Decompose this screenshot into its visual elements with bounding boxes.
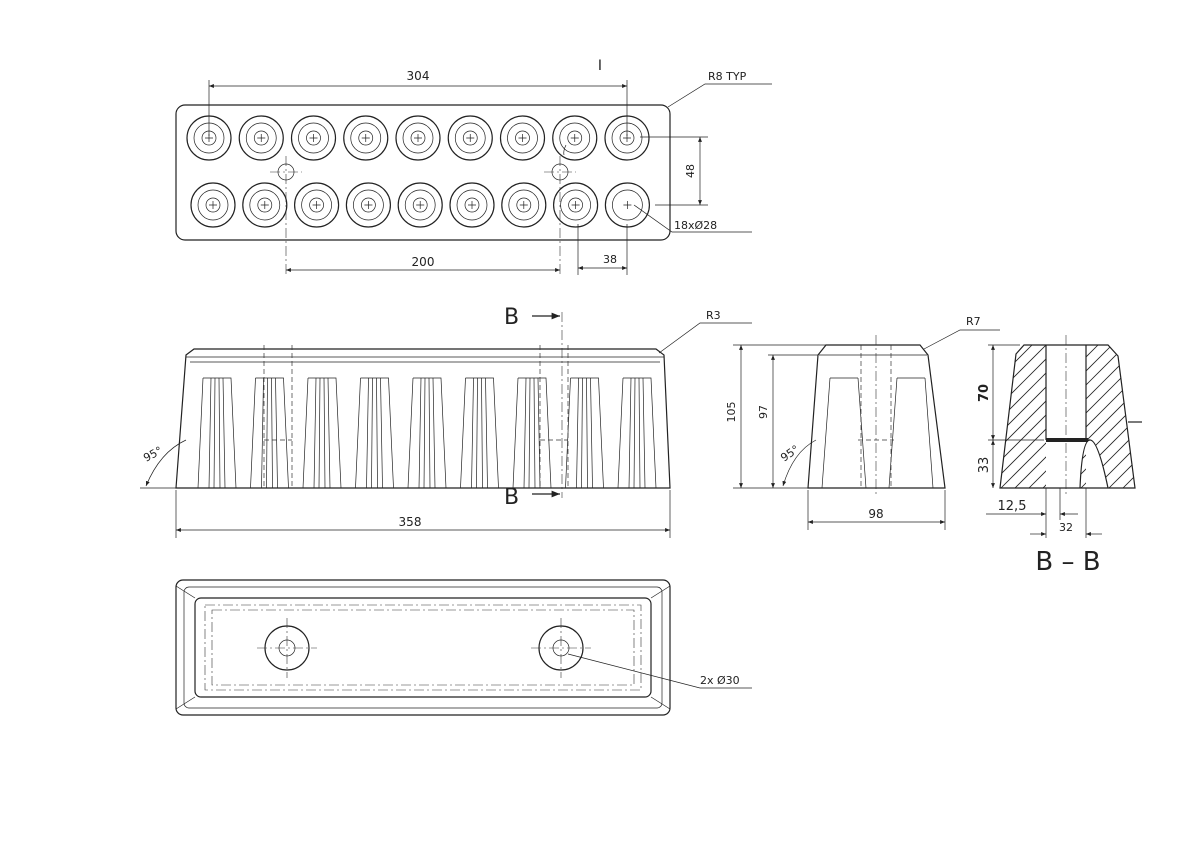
draft-angle-side: 95° — [778, 443, 801, 465]
dimension-lower-section: 33 — [977, 457, 992, 474]
front-cone — [512, 377, 552, 489]
section-outline — [999, 344, 1136, 489]
leader-corner-radius — [667, 83, 772, 108]
extension-lines-358 — [175, 490, 671, 538]
dimension-edge: 38 — [603, 253, 617, 266]
bottom-hole-centerlines — [257, 618, 591, 678]
dimension-upper-section: 70 — [977, 384, 992, 402]
bottom-hidden-outline-2 — [211, 609, 635, 686]
dimension-width-side: 98 — [868, 507, 883, 521]
extension-lines-105 — [733, 344, 826, 489]
hole-ring — [552, 182, 599, 228]
corner-radius-note: R8 TYP — [708, 70, 747, 83]
dimension-length-top: 304 — [407, 69, 430, 83]
front-view-outline — [175, 348, 671, 489]
section-marker-top: I — [598, 58, 602, 74]
dimension-length-front: 358 — [399, 515, 422, 529]
hole-count-note: 18xØ28 — [674, 219, 717, 232]
front-cone — [250, 377, 289, 489]
front-cone — [460, 377, 499, 489]
angle-arc-front — [145, 439, 187, 487]
draft-angle-front: 95° — [141, 444, 164, 465]
top-view: 304 I R8 TYP 48 18xØ28 200 38 — [175, 58, 772, 275]
front-cone — [407, 377, 447, 489]
dimension-pin-spacing: 200 — [412, 255, 435, 269]
section-insert — [1046, 438, 1088, 442]
hole-ring — [242, 182, 288, 228]
radius-note-side: R7 — [966, 315, 981, 328]
side-view-outline — [807, 344, 946, 489]
section-cone-cavity — [1079, 439, 1109, 489]
hatch-right — [1080, 345, 1135, 488]
hole-ring — [190, 182, 236, 228]
side-cones — [821, 377, 934, 489]
leader-r3 — [658, 322, 752, 354]
front-cone — [197, 377, 237, 489]
hole-ring — [395, 115, 441, 161]
leader-bottom-holes — [567, 653, 752, 689]
hole-ring — [499, 115, 546, 161]
extension-lines-304 — [208, 80, 628, 136]
front-cone — [355, 377, 394, 489]
dimension-inner-height: 97 — [757, 405, 770, 419]
section-label-top: B — [504, 305, 519, 330]
dimension-height-side: 105 — [725, 402, 738, 423]
extension-lines-48 — [640, 136, 708, 206]
hole-ring — [345, 182, 391, 228]
dimension-offset-section: 12,5 — [998, 499, 1027, 514]
bottom-inner-outline — [183, 586, 663, 709]
section-bore — [1045, 345, 1090, 441]
pin-centerlines — [270, 156, 576, 275]
hole-ring — [294, 182, 340, 228]
leader-r7 — [923, 329, 1000, 350]
hole-ring — [449, 182, 495, 228]
pin-mark — [563, 144, 567, 156]
leader-hole-note — [633, 204, 752, 233]
angle-arc-side — [782, 439, 817, 487]
front-cone — [565, 377, 604, 489]
bottom-recess-outline — [194, 597, 652, 698]
bottom-hidden-outline-1 — [204, 604, 642, 691]
hole-ring — [604, 182, 651, 228]
front-cone — [302, 377, 342, 489]
section-title: B – B — [1035, 547, 1100, 577]
dimension-bore-section: 32 — [1059, 521, 1073, 534]
extension-lines-38 — [577, 224, 628, 275]
extension-lines-12-5 — [1045, 488, 1061, 520]
bottom-corner-lines — [175, 585, 671, 710]
hole-ring — [290, 115, 337, 161]
bottom-view: 2x Ø30 — [175, 579, 752, 716]
hole-ring — [501, 182, 547, 228]
hole-ring — [397, 182, 443, 228]
front-hidden-bores — [263, 345, 569, 488]
bottom-outer-outline — [175, 579, 671, 716]
front-view: B B R3 95° 358 — [140, 305, 752, 538]
side-view: R7 105 97 95° 98 — [725, 315, 1000, 530]
front-cone — [617, 377, 657, 489]
front-cone-array — [197, 377, 657, 489]
top-view-outline — [175, 104, 671, 241]
section-view-bb: 70 33 12,5 32 B – B — [977, 335, 1142, 577]
radius-note-front: R3 — [706, 309, 721, 322]
dimension-row-spacing: 48 — [684, 164, 697, 178]
top-hole-array — [186, 115, 651, 228]
section-label-bottom: B — [504, 485, 519, 510]
bottom-hole-note: 2x Ø30 — [700, 674, 740, 687]
hole-ring — [447, 115, 493, 161]
hole-ring — [238, 115, 284, 161]
extension-lines-32 — [1045, 488, 1087, 538]
hole-ring — [343, 115, 389, 161]
hole-ring — [552, 115, 598, 161]
